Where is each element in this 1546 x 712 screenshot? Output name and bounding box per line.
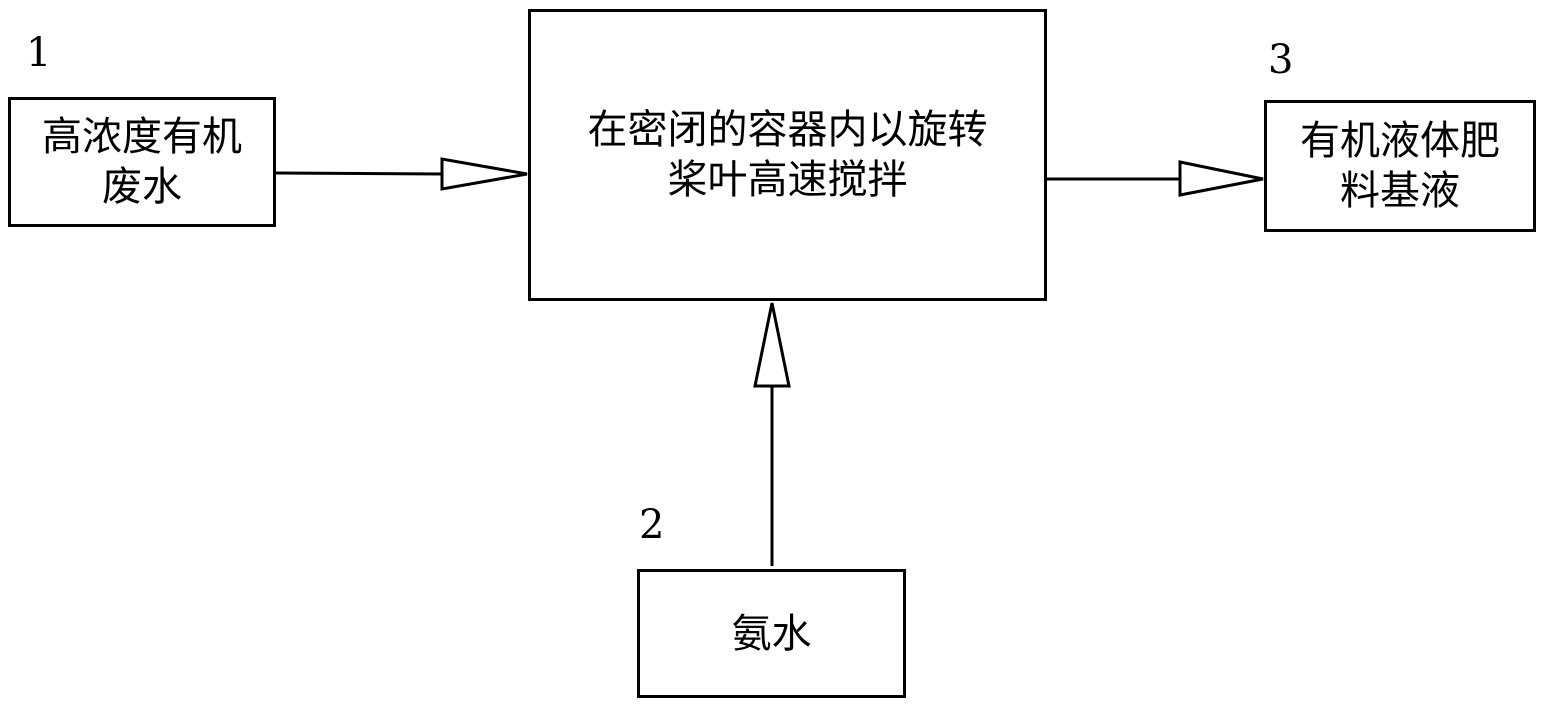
edge-reagent-to-process-arrowhead bbox=[753, 302, 791, 388]
input-box: 高浓度有机废水 bbox=[8, 97, 276, 227]
reagent-step-number: 2 bbox=[639, 502, 665, 548]
reagent-box: 氨水 bbox=[637, 569, 906, 698]
process-box: 在密闭的容器内以旋转桨叶高速搅拌 bbox=[528, 9, 1047, 301]
input-box-text: 高浓度有机废水 bbox=[42, 114, 242, 210]
output-box-text: 有机液体肥料基液 bbox=[1300, 118, 1500, 214]
reagent-box-text: 氨水 bbox=[731, 610, 812, 657]
process-box-text: 在密闭的容器内以旋转桨叶高速搅拌 bbox=[587, 107, 988, 203]
output-step-number: 3 bbox=[1268, 37, 1294, 83]
edge-process-to-output-arrowhead bbox=[1178, 160, 1264, 197]
edge-input-to-process-line bbox=[275, 171, 443, 176]
input-step-number: 1 bbox=[26, 30, 52, 76]
edge-input-to-process-arrowhead bbox=[440, 157, 528, 191]
output-box: 有机液体肥料基液 bbox=[1264, 100, 1536, 232]
